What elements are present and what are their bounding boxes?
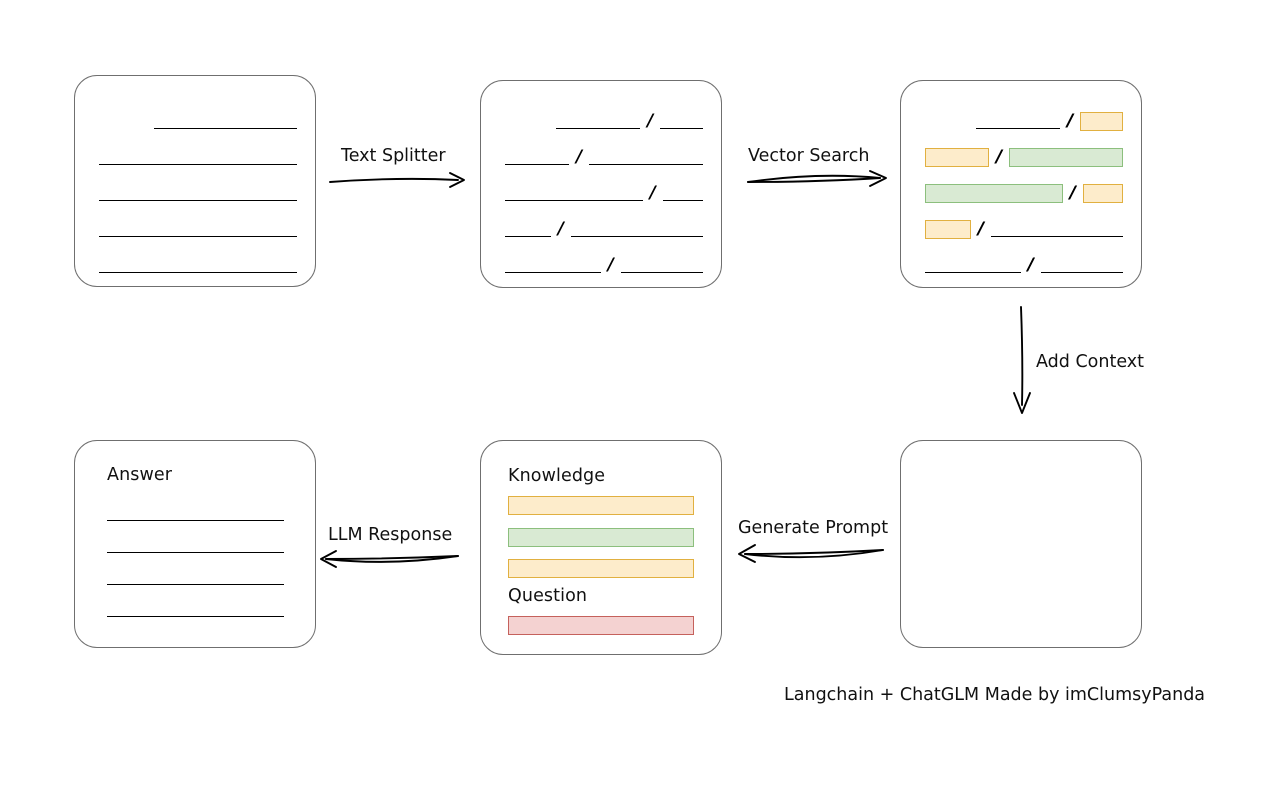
highlight-chip-yellow (925, 220, 971, 239)
highlight-chip-yellow (925, 148, 990, 167)
answer-title: Answer (107, 465, 173, 485)
separator-slash: / (989, 147, 1009, 167)
text-row (99, 149, 297, 165)
prompt-knowledge-bar-3 (508, 559, 694, 578)
node-split-chunks[interactable]: / / / / / (480, 80, 722, 288)
text-row: / (925, 255, 1123, 275)
text-row: / (925, 183, 1123, 203)
text-line (570, 221, 703, 237)
edge-label-vector-search: Vector Search (748, 146, 870, 166)
text-line (505, 257, 601, 273)
text-line (925, 257, 1021, 273)
prompt-knowledge-bar-1 (508, 496, 694, 515)
edge-label-generate-prompt: Generate Prompt (738, 518, 889, 538)
edge-label-add-context: Add Context (1036, 352, 1144, 372)
answer-text-line (107, 537, 284, 553)
answer-text-line (107, 569, 284, 585)
text-line (107, 601, 284, 617)
text-line (589, 149, 703, 165)
text-line (107, 505, 284, 521)
indent-gap (99, 113, 154, 129)
text-row (99, 221, 297, 237)
text-line (556, 113, 641, 129)
edge-label-llm-response: LLM Response (328, 525, 453, 545)
node-answer[interactable]: Answer (74, 440, 316, 648)
edge-arrow-add-context (1013, 306, 1031, 414)
node-source-document[interactable] (74, 75, 316, 287)
separator-slash: / (1060, 111, 1079, 131)
text-line (505, 185, 643, 201)
highlight-chip-green (925, 184, 1063, 203)
text-line (154, 113, 297, 129)
node-context-added-chunks[interactable]: / / / / / (900, 112, 1142, 648)
text-line (107, 537, 284, 553)
separator-slash: / (990, 147, 1009, 167)
edge-arrow-vector-search (747, 170, 887, 187)
text-line (505, 149, 570, 165)
separator-slash: / (971, 219, 991, 239)
separator-slash: / (551, 219, 570, 239)
text-row (99, 185, 297, 201)
prompt-knowledge-bar-2 (508, 528, 694, 547)
text-line (505, 221, 551, 237)
context-added-chunks-body: / / / / / (901, 112, 1141, 647)
separator-slash: / (1061, 111, 1080, 131)
highlight-chip-yellow (1080, 112, 1123, 131)
footer-credit: Langchain + ChatGLM Made by imClumsyPand… (784, 685, 1206, 705)
text-row: / (505, 147, 703, 167)
highlight-chip-yellow (1082, 184, 1123, 203)
prompt-question-title: Question (508, 586, 588, 606)
answer-body (75, 441, 315, 647)
separator-slash: / (971, 219, 990, 239)
text-line (660, 113, 703, 129)
text-row: / (925, 111, 1123, 131)
text-row: / (505, 255, 703, 275)
text-line (99, 257, 297, 273)
text-line (662, 185, 703, 201)
text-line (991, 221, 1123, 237)
text-line (99, 149, 297, 165)
node-prompt[interactable]: Knowledge Question (480, 440, 722, 655)
separator-slash: / (601, 255, 620, 275)
text-row: / (505, 183, 703, 203)
separator-slash: / (1063, 183, 1082, 203)
answer-text-line (107, 601, 284, 617)
text-line (99, 185, 297, 201)
prompt-question-bar-1 (508, 616, 694, 635)
text-line (976, 113, 1060, 129)
source-document-body (75, 76, 315, 286)
indent-gap (505, 113, 556, 129)
text-row (99, 257, 297, 273)
separator-slash: / (1021, 255, 1040, 275)
text-row (99, 113, 297, 129)
split-chunks-body: / / / / / (481, 81, 721, 287)
edge-label-text-splitter: Text Splitter (341, 146, 446, 166)
text-row: / (925, 147, 1123, 167)
edge-arrow-llm-response (320, 550, 459, 568)
text-row: / (505, 111, 703, 131)
text-row: / (505, 219, 703, 239)
text-line (99, 221, 297, 237)
text-line (1040, 257, 1123, 273)
separator-slash: / (643, 183, 662, 203)
separator-slash: / (1021, 255, 1040, 275)
prompt-knowledge-title: Knowledge (508, 466, 606, 486)
answer-text-line (107, 505, 284, 521)
separator-slash: / (641, 111, 660, 131)
edge-arrow-generate-prompt (738, 544, 884, 563)
text-row: / (925, 219, 1123, 239)
text-line (620, 257, 703, 273)
indent-gap (925, 113, 976, 129)
edge-arrow-text-splitter (329, 172, 465, 188)
separator-slash: / (570, 147, 589, 167)
text-line (107, 569, 284, 585)
separator-slash: / (1063, 183, 1082, 203)
highlight-chip-green (1009, 148, 1123, 167)
